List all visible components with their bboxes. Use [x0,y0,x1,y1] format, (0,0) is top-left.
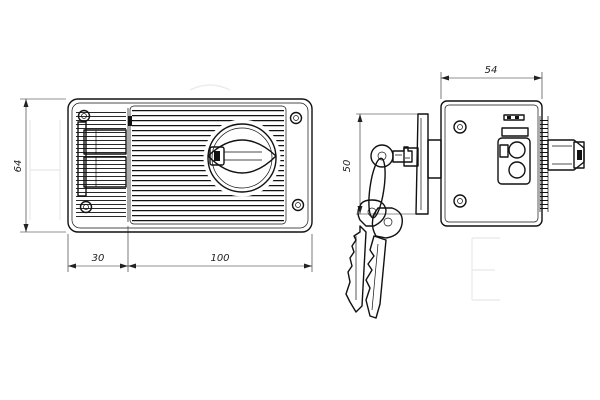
bolt-tip [547,139,585,171]
screw-icon [291,198,305,212]
front-main-width-label: 100 [210,253,229,264]
front-left-width-label: 30 [92,253,105,264]
front-body-outline [67,98,313,233]
key-height-label: 50 [342,160,353,173]
dim-front-width: 30 100 [67,226,313,272]
mounting-plate [415,113,429,215]
ribbed-cover-border [129,105,287,225]
screw-icon [77,109,91,123]
screw-icon [79,200,93,214]
front-height-label: 64 [13,160,24,173]
front-screws [77,109,305,214]
key-icon [345,199,387,313]
front-body-inner [71,102,309,229]
watermark-glyphs [29,84,500,301]
side-depth-label: 54 [485,65,498,76]
screw-icon [453,194,467,208]
screw-icon [289,111,303,125]
dim-front-height: 64 [13,98,66,233]
side-view [403,100,585,227]
key-icon [365,207,403,319]
dim-key-height: 50 [342,113,418,215]
dim-side-depth: 54 [440,65,543,99]
screw-icon [453,120,467,134]
knob-icon [203,119,281,197]
key-icon [370,144,413,168]
front-view [67,98,313,233]
side-housing [440,100,543,227]
